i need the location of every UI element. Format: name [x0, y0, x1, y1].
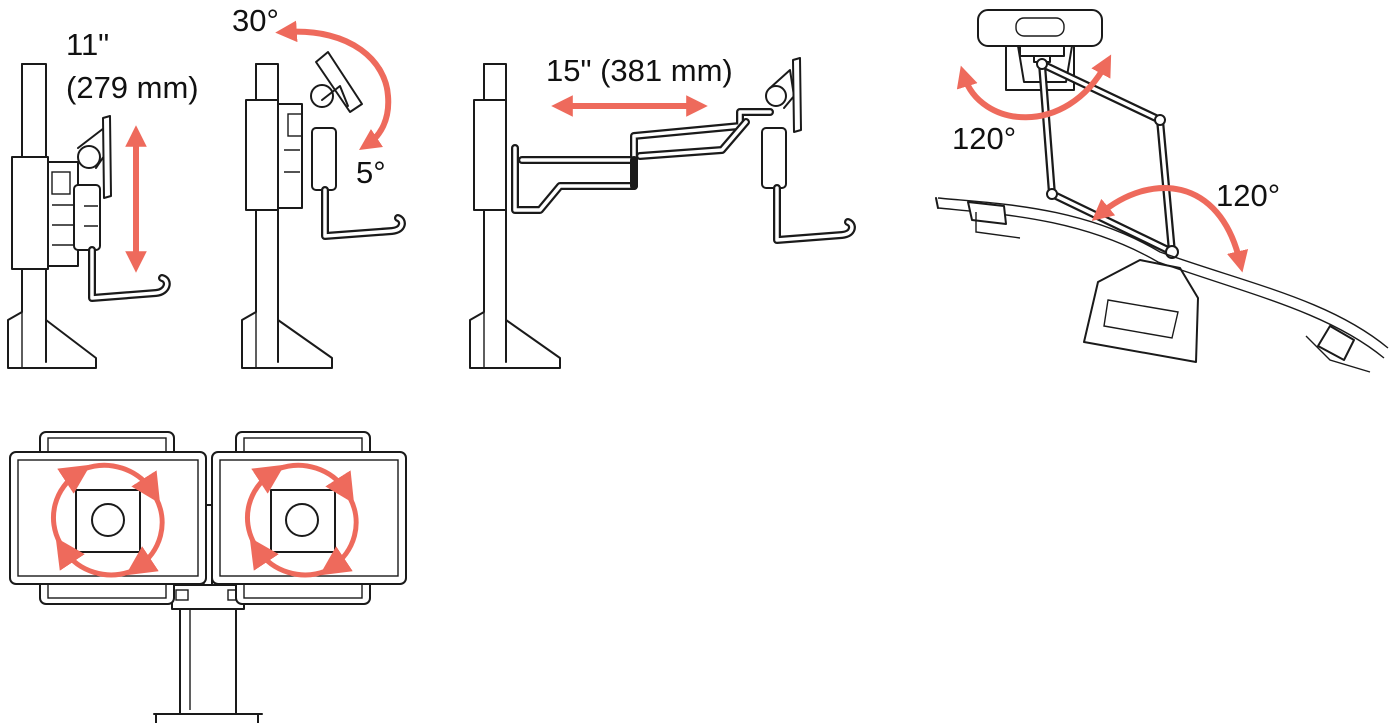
- desk-clamp: [1083, 259, 1199, 363]
- height-label-line2: (279 mm): [66, 70, 199, 105]
- handle-bar: [321, 186, 406, 240]
- tilt-adjustment-view: 30° 5°: [232, 3, 406, 369]
- swivel-arrow-top: [956, 54, 1112, 121]
- swivel-arrow-bottom: [1091, 184, 1249, 273]
- swivel-top-view: 120° 120°: [935, 9, 1389, 373]
- right-monitor: [211, 431, 407, 605]
- dual-monitor-rotation-view: [9, 431, 407, 723]
- height-adjustment-view: 11" (279 mm): [7, 27, 199, 369]
- arm-joint: [761, 69, 795, 189]
- arm-joint: [310, 84, 337, 191]
- stand-pole: [241, 63, 333, 369]
- height-label-line1: 11": [66, 27, 109, 62]
- handle-bar: [88, 246, 171, 302]
- extension-view: 15" (381 mm): [469, 53, 856, 369]
- handle-bar: [773, 184, 856, 244]
- monitor-plate: [792, 57, 802, 133]
- mounting-clamp: [11, 156, 79, 270]
- swivel-label-bottom: 120°: [1216, 178, 1280, 213]
- tilt-down-label: 5°: [356, 155, 386, 190]
- right-rotation-arrows: [244, 462, 359, 578]
- tilt-up-label: 30°: [232, 3, 279, 38]
- swivel-label-top: 120°: [952, 121, 1016, 156]
- left-monitor: [9, 431, 207, 605]
- linkage-arms: [1036, 58, 1179, 259]
- extension-label: 15" (381 mm): [546, 53, 733, 88]
- arm-joint: [73, 127, 109, 251]
- left-rotation-arrows: [50, 462, 165, 578]
- stand-pole: [469, 63, 561, 369]
- tilt-arrow: [275, 20, 392, 150]
- monitor-plate: [102, 115, 112, 199]
- extended-arm: [511, 108, 774, 214]
